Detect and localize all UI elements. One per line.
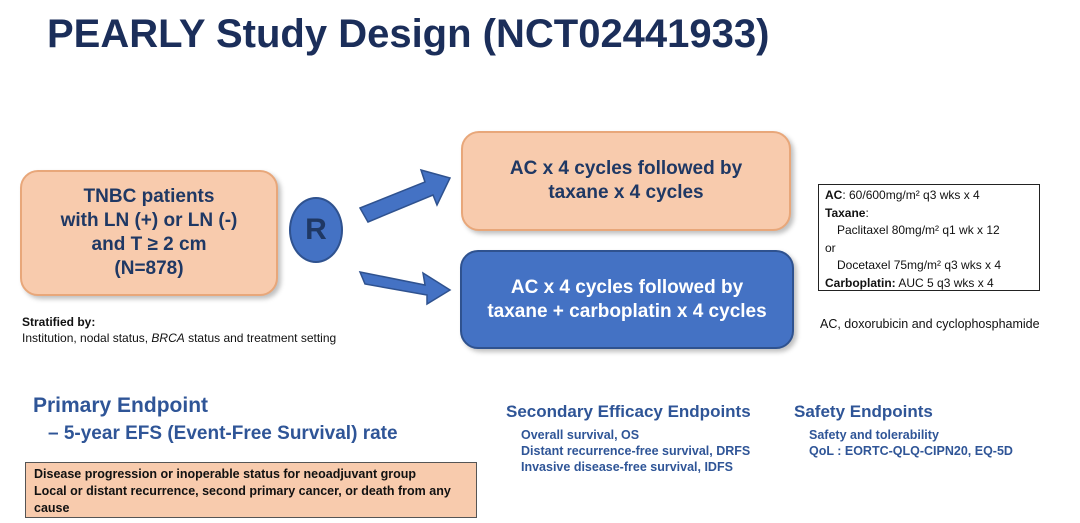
primary-endpoint-item: – 5-year EFS (Event-Free Survival) rate <box>48 423 398 444</box>
primary-endpoint-heading: Primary Endpoint <box>33 394 209 417</box>
arrows <box>358 168 452 306</box>
secondary-item: Overall survival, OS <box>521 428 640 442</box>
patients-line: (N=878) <box>114 258 184 279</box>
arrow-up-icon <box>358 168 452 223</box>
arm-ac-taxane-carboplatin: AC x 4 cycles followed by taxane + carbo… <box>460 250 794 349</box>
secondary-heading: Secondary Efficacy Endpoints <box>506 402 751 421</box>
patients-box: TNBC patients with LN (+) or LN (-) and … <box>20 170 278 296</box>
randomization-circle: R <box>289 197 343 263</box>
paclitaxel-dose: Paclitaxel 80mg/m² q1 wk x 12 <box>837 223 1000 237</box>
secondary-item: Distant recurrence-free survival, DRFS <box>521 444 751 458</box>
page-title: PEARLY Study Design (NCT02441933) <box>47 12 770 56</box>
stratified-label: Stratified by: <box>22 315 96 329</box>
strat-text: Institution, nodal status, <box>22 331 152 345</box>
safety-heading: Safety Endpoints <box>794 402 933 421</box>
dosing-box: AC: 60/600mg/m² q3 wks x 4 Taxane: Pacli… <box>818 184 1040 291</box>
safety-item: QoL : EORTC-QLQ-CIPN20, EQ-5D <box>809 444 1013 458</box>
taxane-label: Taxane <box>825 205 866 220</box>
arm-line: AC x 4 cycles followed by <box>510 276 744 298</box>
carboplatin-dose: AUC 5 q3 wks x 4 <box>895 275 994 290</box>
arrow-down-icon <box>358 270 452 306</box>
carboplatin-label: Carboplatin: <box>825 275 896 290</box>
ac-label: AC <box>825 188 843 202</box>
arm-ac-taxane: AC x 4 cycles followed by taxane x 4 cyc… <box>461 131 791 231</box>
taxane-colon: : <box>865 205 869 220</box>
secondary-item: Invasive disease-free survival, IDFS <box>521 460 733 474</box>
definition-line: Disease progression or inoperable status… <box>34 467 417 481</box>
secondary-endpoints: Secondary Efficacy Endpoints Overall sur… <box>506 402 751 475</box>
abbreviation-note: AC, doxorubicin and cyclophosphamide <box>820 317 1040 331</box>
ac-dose: : 60/600mg/m² q3 wks x 4 <box>842 188 980 202</box>
strat-text: status and treatment setting <box>184 331 337 345</box>
stratification: Stratified by: Institution, nodal status… <box>22 314 336 346</box>
or-text: or <box>825 240 836 255</box>
safety-item: Safety and tolerability <box>809 428 939 442</box>
arm-line: taxane x 4 cycles <box>548 182 704 203</box>
strat-brca: BRCA <box>151 331 185 345</box>
arm-line: AC x 4 cycles followed by <box>509 158 743 179</box>
docetaxel-dose: Docetaxel 75mg/m² q3 wks x 4 <box>837 258 1002 272</box>
patients-line: and T ≥ 2 cm <box>91 234 207 255</box>
safety-endpoints: Safety Endpoints Safety and tolerability… <box>794 402 1013 459</box>
patients-line: TNBC patients <box>83 186 215 207</box>
arm-line: taxane + carboplatin x 4 cycles <box>487 300 767 322</box>
definition-line: Local or distant recurrence, second prim… <box>34 484 451 515</box>
efs-definition-box: Disease progression or inoperable status… <box>25 462 477 518</box>
patients-line: with LN (+) or LN (-) <box>60 210 238 231</box>
